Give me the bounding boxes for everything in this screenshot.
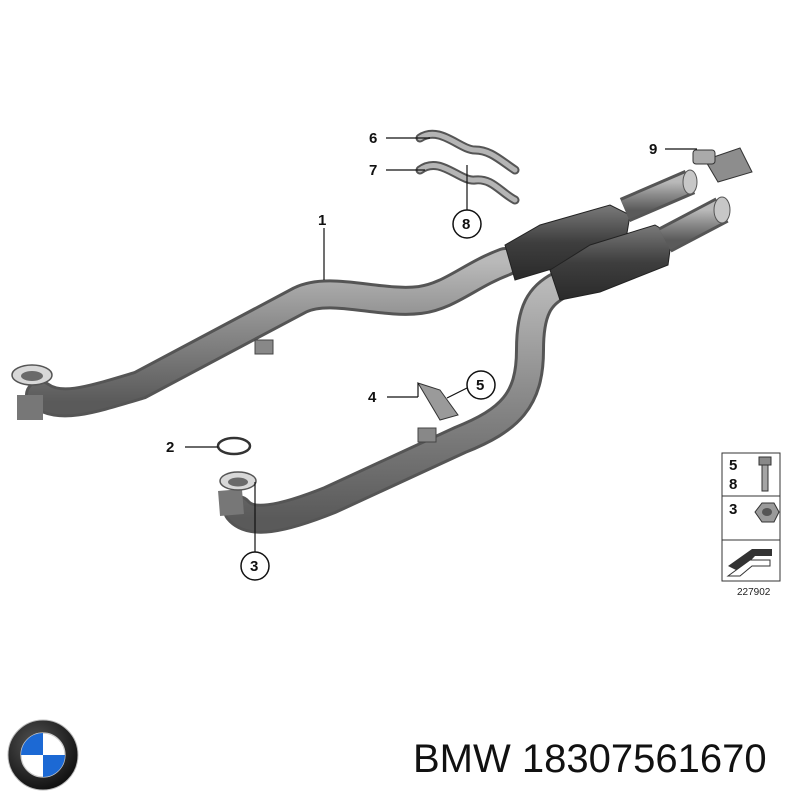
catalytic-converter-lower xyxy=(549,224,673,301)
leader-lines xyxy=(185,137,697,552)
legend-number-5: 5 xyxy=(729,457,737,474)
svg-text:6: 6 xyxy=(369,130,377,147)
svg-text:8: 8 xyxy=(462,216,470,233)
part-number-caption: BMW 18307561670 xyxy=(413,737,767,781)
outlet-pipes xyxy=(619,169,731,253)
parts-legend: 5 8 3 227902 xyxy=(721,452,781,598)
legend-number-8: 8 xyxy=(729,476,737,493)
diagram-number: 227902 xyxy=(737,587,771,598)
catalytic-converter-upper xyxy=(504,204,631,281)
svg-text:7: 7 xyxy=(369,162,377,179)
front-pipe-upper xyxy=(11,247,520,420)
bmw-logo-icon xyxy=(7,719,79,791)
arrow-icon xyxy=(726,549,772,577)
hanger-bracket-7 xyxy=(415,160,520,205)
front-pipe-lower xyxy=(218,270,575,534)
svg-text:5: 5 xyxy=(476,377,484,394)
hanger-bracket-6 xyxy=(415,129,520,175)
svg-text:3: 3 xyxy=(250,558,258,575)
callout-3: 3 xyxy=(240,551,270,581)
support-bracket xyxy=(416,382,459,421)
callout-9: 9 xyxy=(649,141,657,158)
callout-5: 5 xyxy=(466,370,496,400)
callout-2: 2 xyxy=(166,439,174,456)
callout-6: 6 xyxy=(369,130,377,147)
exhaust-clamp xyxy=(692,147,753,183)
svg-text:2: 2 xyxy=(166,439,174,456)
callout-1: 1 xyxy=(318,212,326,229)
bolt-icon xyxy=(758,456,772,492)
svg-text:1: 1 xyxy=(318,212,326,229)
callout-4: 4 xyxy=(368,389,377,406)
legend-number-3: 3 xyxy=(729,501,737,518)
callout-8: 8 xyxy=(452,209,482,239)
svg-text:9: 9 xyxy=(649,141,657,158)
svg-text:4: 4 xyxy=(368,389,377,406)
nut-icon xyxy=(754,502,780,523)
callout-7: 7 xyxy=(369,162,377,179)
gasket-ring xyxy=(216,436,252,456)
